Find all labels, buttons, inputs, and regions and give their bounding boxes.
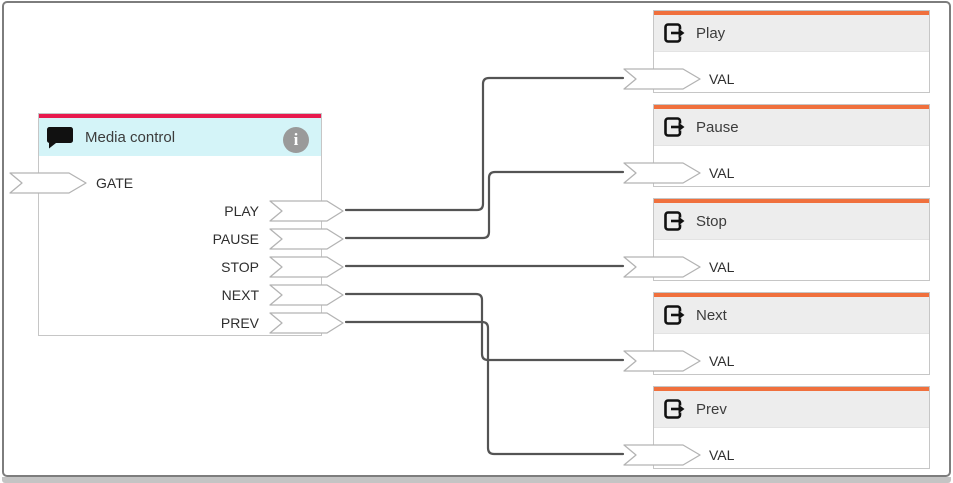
comment-icon [47,127,73,149]
node-accent-bar [39,114,321,118]
input-port-val[interactable] [623,68,701,90]
output-port-prev[interactable] [269,312,344,334]
port-label-pause: PAUSE [212,231,259,247]
output-icon [664,399,685,419]
input-port-val[interactable] [623,350,701,372]
output-port-pause[interactable] [269,228,344,250]
port-label-val: VAL [709,353,735,369]
node-title: Stop [696,212,727,230]
wire-play[interactable] [344,76,625,212]
node-title: Play [696,24,726,42]
output-icon [664,211,685,231]
wire-next[interactable] [344,292,625,362]
input-port-val[interactable] [623,162,701,184]
node-title: Media control [85,128,176,146]
node-header[interactable]: Pause [654,109,929,146]
port-label-gate: GATE [96,175,134,191]
port-label-val: VAL [709,165,735,181]
node-title: Prev [696,400,727,418]
wire-prev[interactable] [344,320,625,456]
node-play[interactable]: Play VAL [623,10,930,93]
node-next[interactable]: Next VAL [623,292,930,375]
node-accent-bar [654,387,929,391]
port-label-val: VAL [709,259,735,275]
output-icon [664,117,685,137]
node-header[interactable]: Play [654,15,929,52]
node-header[interactable]: Stop [654,203,929,240]
output-icon [664,305,685,325]
port-label-next: NEXT [221,287,259,303]
node-accent-bar [654,199,929,203]
node-title: Next [696,306,727,324]
port-label-stop: STOP [221,259,259,275]
output-port-play[interactable] [269,200,344,222]
output-port-next[interactable] [269,284,344,306]
port-label-prev: PREV [220,315,259,331]
info-icon[interactable]: i [283,127,309,153]
wire-pause[interactable] [344,170,625,240]
node-stop[interactable]: Stop VAL [623,198,930,281]
node-title: Pause [696,118,739,136]
port-label-play: PLAY [224,203,259,219]
port-label-val: VAL [709,71,735,87]
output-port-stop[interactable] [269,256,344,278]
window-bottom-edge [2,477,951,483]
node-accent-bar [654,293,929,297]
output-icon [664,23,685,43]
node-header[interactable]: Media control i [39,118,321,156]
node-header[interactable]: Next [654,297,929,334]
node-accent-bar [654,11,929,15]
node-pause[interactable]: Pause VAL [623,104,930,187]
input-port-val[interactable] [623,256,701,278]
input-port-val[interactable] [623,444,701,466]
node-media-control[interactable]: Media control i GATE PLAY PAUSE STOP NEX… [9,113,344,336]
node-header[interactable]: Prev [654,391,929,428]
port-label-val: VAL [709,447,735,463]
node-accent-bar [654,105,929,109]
input-port-gate[interactable] [9,172,87,194]
node-prev[interactable]: Prev VAL [623,386,930,469]
